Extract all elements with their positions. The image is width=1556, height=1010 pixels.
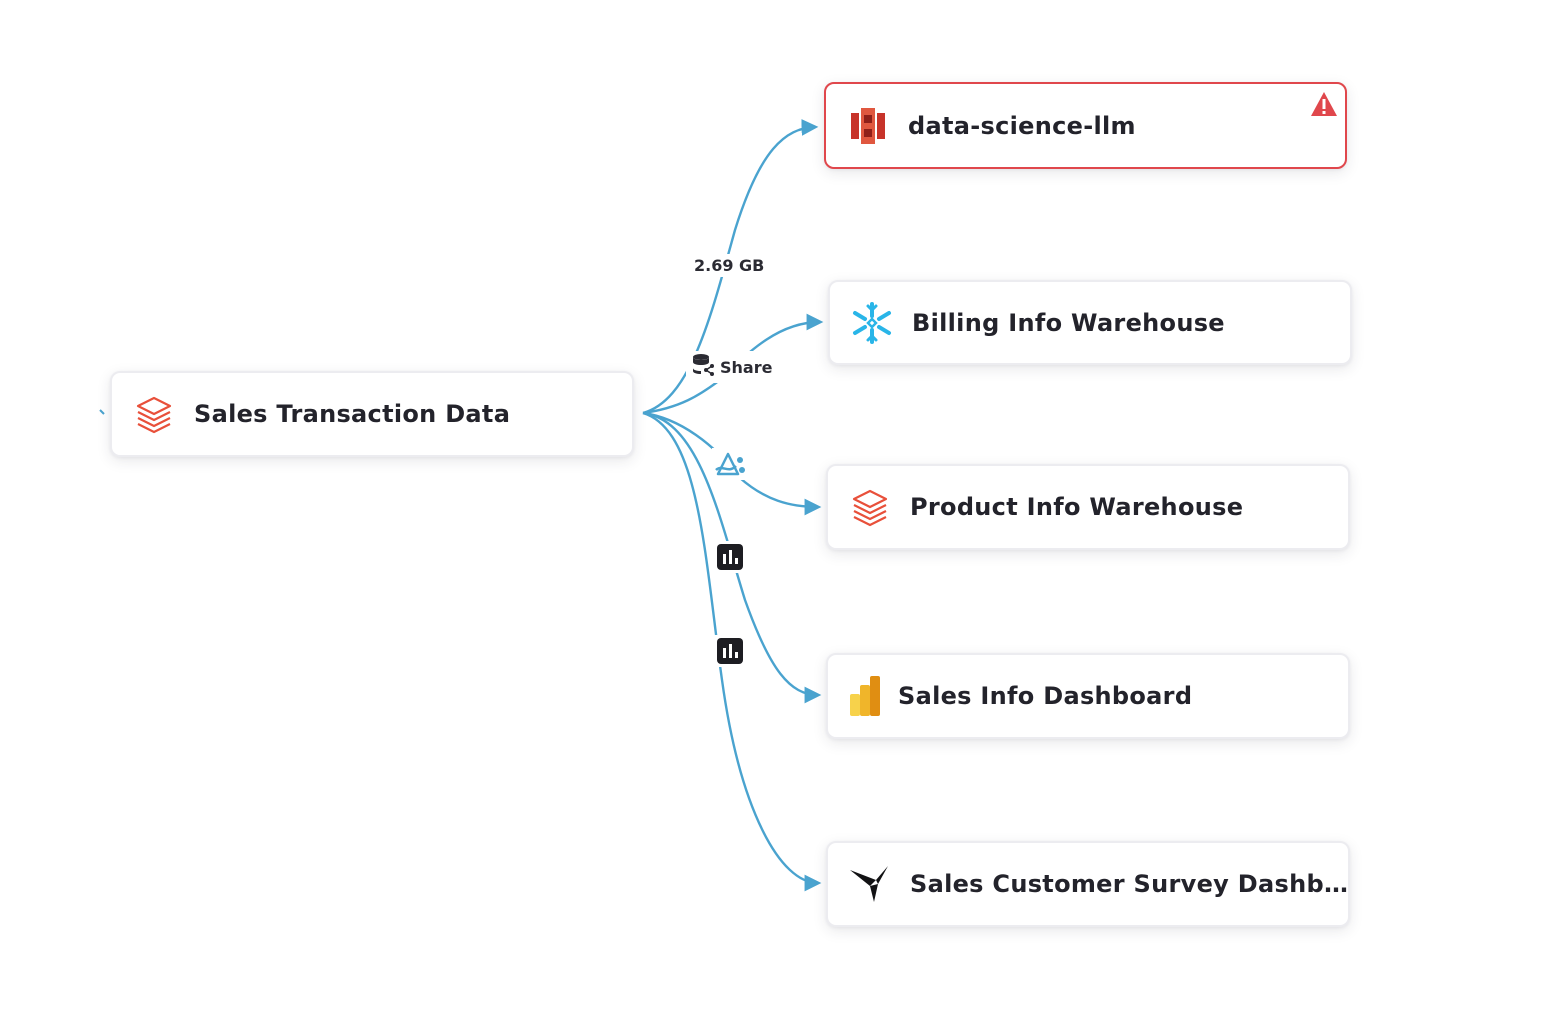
- node-label: Sales Info Dashboard: [898, 682, 1193, 710]
- chart-icon[interactable]: [714, 635, 746, 667]
- powerbi-icon: [844, 674, 888, 718]
- snowflake-icon: [850, 301, 894, 345]
- aws-s3-bucket-icon: [846, 104, 890, 148]
- warning-icon[interactable]: [1309, 90, 1339, 118]
- node-label: Sales Transaction Data: [194, 400, 511, 428]
- target-node-sales-customer-survey-dashboard[interactable]: Sales Customer Survey Dashb...: [826, 841, 1350, 927]
- node-label: Sales Customer Survey Dashb...: [910, 870, 1348, 898]
- sigma-bird-icon: [848, 862, 892, 906]
- databricks-stack-icon: [848, 485, 892, 529]
- size-text: 2.69 GB: [694, 256, 765, 275]
- incoming-edge-stub: [99, 409, 105, 415]
- edge-share-label: Share: [686, 351, 779, 383]
- target-node-billing-info-warehouse[interactable]: Billing Info Warehouse: [828, 280, 1352, 365]
- node-label: data-science-llm: [908, 111, 1136, 140]
- node-label: Billing Info Warehouse: [912, 308, 1225, 337]
- source-node-sales-transaction-data[interactable]: Sales Transaction Data: [110, 371, 634, 457]
- target-node-sales-info-dashboard[interactable]: Sales Info Dashboard: [826, 653, 1350, 739]
- target-node-data-science-llm[interactable]: data-science-llm: [824, 82, 1347, 169]
- chart-icon[interactable]: [714, 541, 746, 573]
- share-text: Share: [720, 357, 773, 377]
- database-share-icon: [692, 353, 714, 381]
- edge-to-sales-dashboard[interactable]: [642, 411, 822, 704]
- target-node-product-info-warehouse[interactable]: Product Info Warehouse: [826, 464, 1350, 550]
- pipeline-flow-icon[interactable]: [712, 448, 748, 480]
- node-label: Product Info Warehouse: [910, 493, 1244, 521]
- edge-to-survey-dashboard[interactable]: [642, 411, 822, 892]
- edge-size-label: 2.69 GB: [688, 254, 771, 277]
- edge-to-data-science-llm[interactable]: [642, 119, 819, 415]
- databricks-stack-icon: [132, 392, 176, 436]
